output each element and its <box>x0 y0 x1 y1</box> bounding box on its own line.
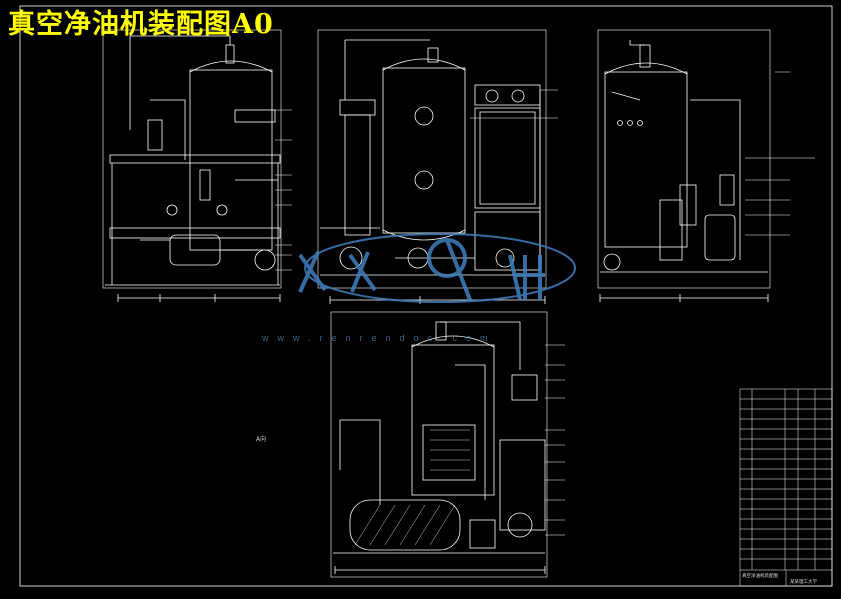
watermark-logo <box>298 233 576 303</box>
watermark-text: www.renrendoc.com <box>262 333 497 343</box>
drawing-title: 真空净油机装配图A0 <box>8 9 274 40</box>
right-view <box>597 29 815 302</box>
title-block-school: 某某理工大学 <box>790 580 817 585</box>
drawing-border <box>19 5 833 587</box>
front-view <box>102 29 292 302</box>
bottom-view <box>330 311 565 578</box>
parts-list-table <box>739 388 833 587</box>
pump-hatching <box>354 429 470 546</box>
view-label: A向 <box>256 436 267 443</box>
title-block-name: 真空净油机装配图 <box>742 574 778 579</box>
